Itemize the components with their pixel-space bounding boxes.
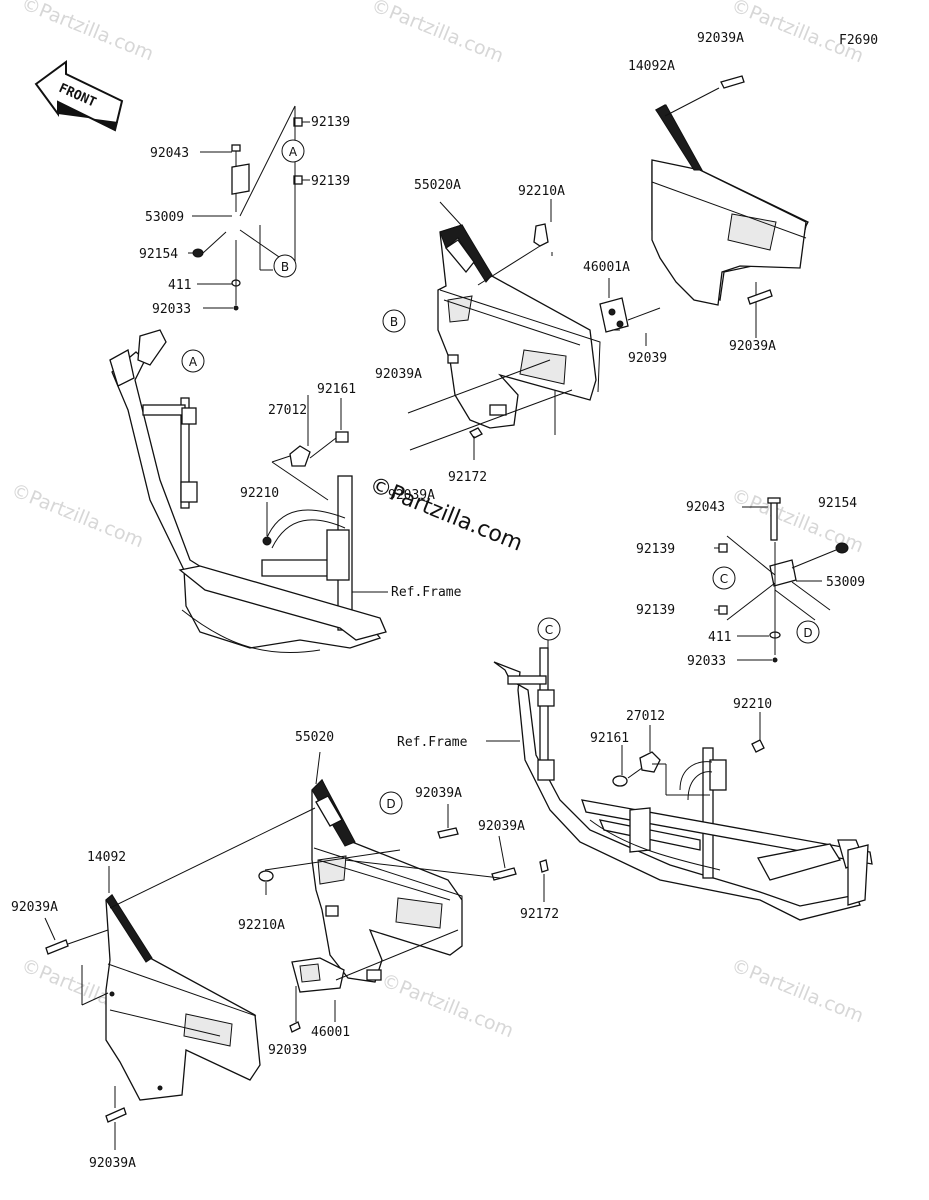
part-label: 27012 bbox=[626, 709, 665, 724]
leader-lines bbox=[188, 121, 310, 309]
callout-letter: A bbox=[189, 355, 198, 369]
part-label: 92210 bbox=[240, 486, 279, 501]
part-label: 92139 bbox=[636, 603, 675, 618]
part-label: 92210A bbox=[238, 918, 285, 933]
part-label: 411 bbox=[708, 630, 731, 645]
part-label: 55020 bbox=[295, 730, 334, 745]
callout-letter: A bbox=[289, 145, 298, 159]
callout-circle bbox=[382, 309, 406, 333]
part-label: 92161 bbox=[317, 382, 356, 397]
part-label: 92043 bbox=[686, 500, 725, 515]
part-label: 92161 bbox=[590, 731, 629, 746]
callout-letter: B bbox=[390, 315, 398, 329]
part-label: 53009 bbox=[826, 575, 865, 590]
figure-code: F2690 bbox=[839, 33, 878, 48]
part-label: 92154 bbox=[139, 247, 178, 262]
part-label: 92154 bbox=[818, 496, 857, 511]
callout-letter: C bbox=[545, 623, 553, 637]
callout-circle bbox=[281, 139, 305, 163]
part-label: 92033 bbox=[152, 302, 191, 317]
watermark: ©Partzilla.com bbox=[728, 954, 867, 1027]
part-label: 92210A bbox=[518, 184, 565, 199]
part-label: 92210 bbox=[733, 697, 772, 712]
front-arrow-icon: FRONT bbox=[34, 60, 124, 132]
callout-letter: D bbox=[386, 797, 395, 811]
hinge-assembly-right bbox=[714, 497, 849, 663]
callout-circle bbox=[379, 791, 403, 815]
part-label: 14092A bbox=[628, 59, 675, 74]
reference-label: Ref.Frame bbox=[391, 585, 462, 600]
frame-right bbox=[493, 647, 873, 921]
callout-letter: C bbox=[720, 572, 728, 586]
part-label: 92039A bbox=[729, 339, 776, 354]
door-upper-55020A bbox=[407, 199, 661, 460]
callout-circle bbox=[181, 349, 205, 373]
part-label: 14092 bbox=[87, 850, 126, 865]
frame-left-parts bbox=[262, 395, 388, 593]
part-label: 92039 bbox=[628, 351, 667, 366]
callout-circles: A B A B C D C D bbox=[181, 139, 820, 815]
callout-circle bbox=[537, 617, 561, 641]
part-label: 92139 bbox=[311, 115, 350, 130]
part-label: 55020A bbox=[414, 178, 461, 193]
watermark: ©Partzilla.com bbox=[368, 0, 507, 67]
watermark: ©Partzilla.com bbox=[8, 479, 147, 552]
part-label: 27012 bbox=[268, 403, 307, 418]
reference-label: Ref.Frame bbox=[397, 735, 468, 750]
part-label: 92039A bbox=[415, 786, 462, 801]
callout-letter: D bbox=[803, 626, 812, 640]
part-label: 92139 bbox=[311, 174, 350, 189]
part-labels: 92039A 14092A 92139 92043 92139 55020A 9… bbox=[11, 31, 865, 1171]
part-label: 92039A bbox=[478, 819, 525, 834]
part-label: 92039A bbox=[375, 367, 422, 382]
part-label: 92043 bbox=[150, 146, 189, 161]
part-label: 92039A bbox=[697, 31, 744, 46]
callout-circle bbox=[712, 566, 736, 590]
callout-circle bbox=[796, 620, 820, 644]
door-upper-14092A bbox=[651, 75, 809, 338]
part-label: 92039 bbox=[268, 1043, 307, 1058]
part-label: 53009 bbox=[145, 210, 184, 225]
watermark-center: ©Partzilla.com bbox=[366, 472, 526, 556]
part-label: 92039A bbox=[89, 1156, 136, 1171]
door-lower-14092 bbox=[44, 807, 316, 1150]
callout-letter: B bbox=[281, 260, 289, 274]
part-label: 411 bbox=[168, 278, 191, 293]
part-label: 92039A bbox=[388, 488, 435, 503]
door-lower-55020 bbox=[258, 751, 549, 1033]
watermark: ©Partzilla.com bbox=[18, 0, 157, 65]
callout-circle bbox=[273, 254, 297, 278]
part-label: 92172 bbox=[520, 907, 559, 922]
part-label: 92039A bbox=[11, 900, 58, 915]
part-label: 92172 bbox=[448, 470, 487, 485]
part-label: 92139 bbox=[636, 542, 675, 557]
watermark: ©Partzilla.com bbox=[378, 969, 517, 1042]
frame-left bbox=[109, 329, 387, 654]
frame-right-parts bbox=[486, 640, 765, 796]
part-label: 92033 bbox=[687, 654, 726, 669]
part-label: 46001A bbox=[583, 260, 630, 275]
hinge-assembly-top bbox=[192, 105, 303, 311]
part-label: 46001 bbox=[311, 1025, 350, 1040]
